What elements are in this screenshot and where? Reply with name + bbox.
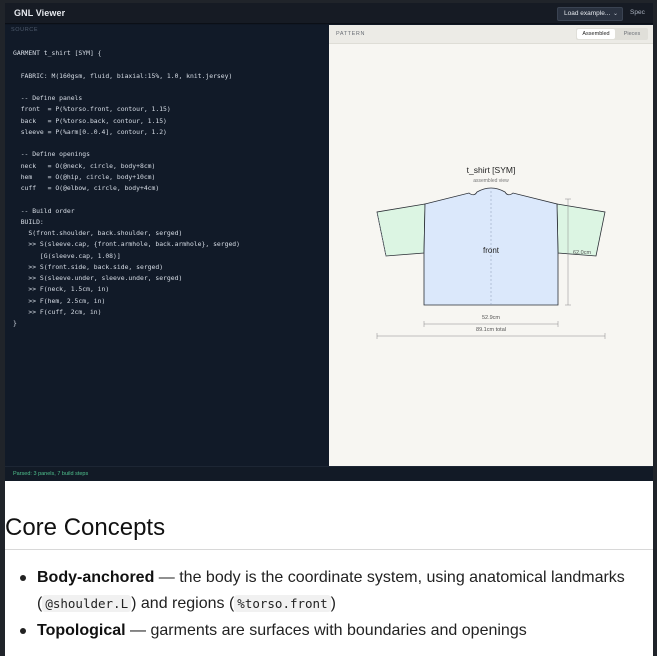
list-item: Topological — garments are surfaces with… — [5, 618, 645, 644]
section-heading: Core Concepts — [5, 514, 166, 541]
bullet-icon — [20, 628, 26, 634]
code-line: >> S(front.side, back.side, serged) — [13, 262, 164, 271]
code-line: -- Define panels — [13, 94, 83, 102]
code-line — [13, 138, 240, 149]
bullet-icon — [20, 575, 26, 581]
parse-status: Parsed: 3 panels, 7 build steps — [13, 471, 89, 477]
garment-title: t_shirt [SYM] — [467, 165, 516, 175]
tab-pieces[interactable]: Pieces — [623, 31, 641, 37]
code-line: S(front.shoulder, back.shoulder, serged) — [13, 229, 183, 237]
code-line: front = P(%torso.front, contour, 1.15) — [13, 105, 171, 114]
width-dimension-label: 52.9cm — [482, 315, 500, 321]
code-line: -- Build order — [13, 206, 75, 215]
code-line: neck = O(@neck, circle, body+8cm) — [13, 161, 156, 170]
gnl-viewer-app: GNL Viewer Load example... ⌄ Spec SOURCE… — [5, 3, 653, 481]
code-line: GARMENT t_shirt [SYM] { — [13, 49, 102, 57]
inline-code: @shoulder.L — [42, 595, 132, 612]
concept-term: Body-anchored — [37, 569, 155, 586]
code-line: -- Define openings — [13, 150, 90, 159]
documentation-section: Core Concepts Body-anchored — the body i… — [5, 481, 653, 656]
list-item: Body-anchored — the body is the coordina… — [5, 565, 645, 617]
source-header: SOURCE — [11, 27, 39, 33]
code-line — [13, 82, 240, 93]
code-line — [13, 59, 240, 70]
inline-code: %torso.front — [234, 595, 331, 612]
pattern-canvas: t_shirt [SYM] assembled view front 62.0c… — [376, 165, 606, 339]
load-example-label: Load example... — [564, 10, 611, 17]
source-code-editor[interactable]: GARMENT t_shirt [SYM] { FABRIC: M(160gsm… — [13, 48, 240, 329]
spec-link[interactable]: Spec — [630, 9, 645, 16]
view-label: assembled view — [473, 178, 509, 184]
pattern-panel: PATTERN Assembled Pieces t_shirt [SYM] a… — [329, 25, 653, 466]
code-line: >> F(cuff, 2cm, in) — [13, 307, 102, 316]
concept-list: Body-anchored — the body is the coordina… — [5, 565, 645, 644]
code-line: BUILD: — [13, 217, 44, 226]
pattern-header: PATTERN — [336, 31, 366, 37]
source-panel: SOURCE GARMENT t_shirt [SYM] { FABRIC: M… — [5, 25, 329, 466]
left-sleeve-panel[interactable] — [376, 203, 426, 257]
concept-text: — the body is the coordinate system, usi… — [37, 569, 625, 612]
total-dimension-label: 89.1cm total — [476, 327, 506, 333]
load-example-select[interactable]: Load example... ⌄ — [557, 7, 623, 21]
pattern-header-bar: PATTERN Assembled Pieces — [329, 25, 653, 44]
app-title: GNL Viewer — [14, 8, 66, 18]
concept-text: — garments are surfaces with boundaries … — [125, 622, 527, 639]
view-tabs: Assembled Pieces — [576, 28, 648, 40]
chevron-down-icon: ⌄ — [612, 11, 618, 17]
front-panel[interactable] — [423, 187, 559, 306]
heading-divider — [5, 549, 653, 550]
concept-term: Topological — [37, 622, 126, 639]
status-bar: Parsed: 3 panels, 7 build steps — [5, 466, 653, 481]
left-sleeve-seam — [376, 211, 387, 257]
code-line: FABRIC: M(160gsm, fluid, biaxial:15%, 1.… — [13, 71, 233, 80]
code-line: [G(sleeve.cap, 1.08)] — [13, 251, 121, 260]
right-sleeve-panel[interactable] — [556, 203, 606, 257]
code-line: >> S(sleeve.cap, {front.armhole, back.ar… — [13, 240, 241, 249]
code-line: >> F(hem, 2.5cm, in) — [13, 296, 106, 305]
code-line: back = P(%torso.back, contour, 1.15) — [13, 116, 167, 125]
title-bar: GNL Viewer Load example... ⌄ Spec — [5, 3, 653, 24]
code-line: >> S(sleeve.under, sleeve.under, serged) — [13, 274, 183, 282]
concept-text: ) and regions ( — [131, 595, 235, 612]
code-line: >> F(neck, 1.5cm, in) — [13, 285, 110, 294]
tab-assembled[interactable]: Assembled — [577, 29, 615, 39]
code-line: hem = O(@hip, circle, body+10cm) — [13, 172, 156, 181]
front-label: front — [483, 246, 500, 255]
code-line — [13, 194, 240, 205]
code-line: } — [13, 319, 17, 327]
height-dimension-label: 62.0cm — [573, 250, 591, 256]
code-line: cuff = O(@elbow, circle, body+4cm) — [13, 184, 160, 192]
code-line: sleeve = P(%arm[0..0.4], contour, 1.2) — [13, 127, 167, 136]
concept-text: ) — [330, 595, 336, 612]
